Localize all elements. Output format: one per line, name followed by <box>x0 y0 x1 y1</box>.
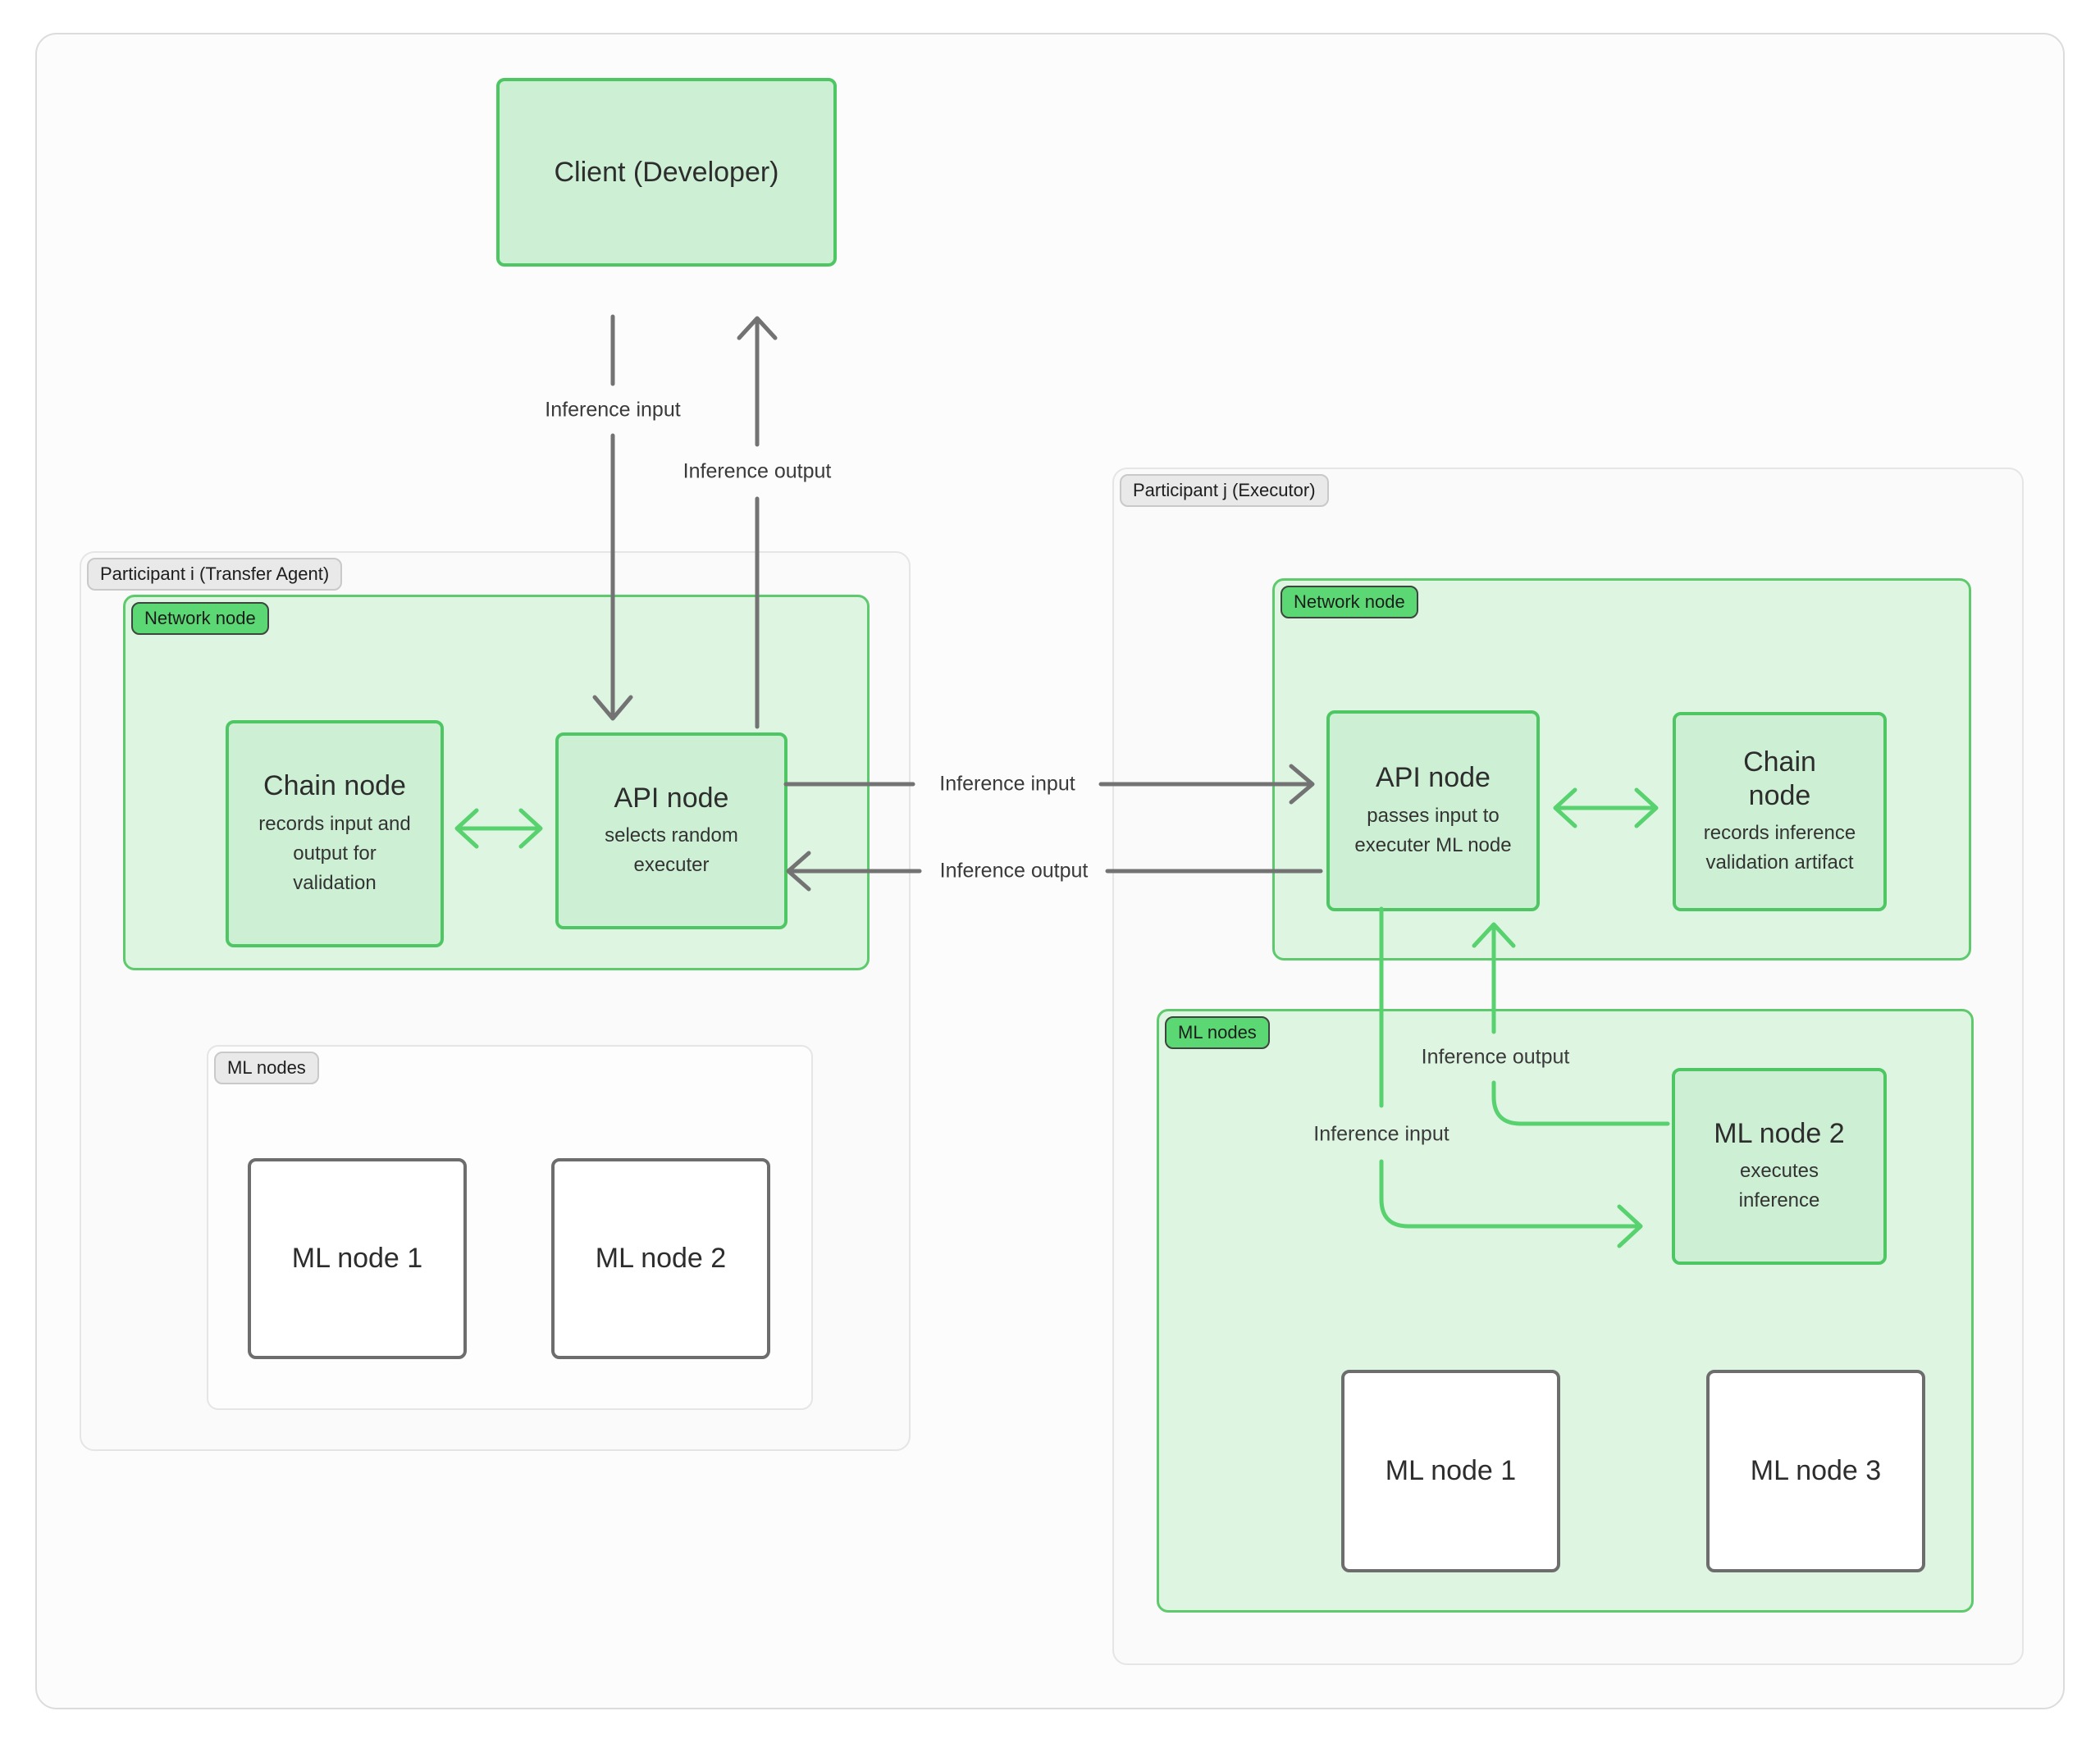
chain-node-i-subtitle: records input and output for validation <box>258 812 411 894</box>
client-node: Client (Developer) <box>496 78 837 267</box>
network-node-j-label: Network node <box>1281 586 1418 619</box>
ml-node-1-j-label: ML node 1 <box>1385 1455 1517 1487</box>
exec-output-label: Inference output <box>1421 1045 1570 1069</box>
api-node-i: API node selects random executer <box>555 732 788 929</box>
ml-node-1-i: ML node 1 <box>248 1158 467 1359</box>
client-output-label: Inference output <box>682 459 832 483</box>
network-node-i-container: Network node Chain node records input an… <box>123 595 870 970</box>
chain-node-i-title: Chain node <box>263 770 406 802</box>
ml-node-2-j-title: ML node 2 <box>1714 1117 1845 1149</box>
chain-node-i: Chain node records input and output for … <box>226 720 444 947</box>
client-node-label: Client (Developer) <box>554 156 779 188</box>
ml-nodes-i-label: ML nodes <box>214 1052 319 1085</box>
chain-node-j-subtitle: records inference validation artifact <box>1703 822 1856 874</box>
network-node-i-label: Network node <box>131 602 269 636</box>
ml-node-2-i: ML node 2 <box>551 1158 770 1359</box>
network-node-j-container: Network node API node passes input to ex… <box>1272 578 1971 960</box>
api-node-i-title: API node <box>614 782 729 814</box>
ml-nodes-i-container: ML nodes ML node 1 ML node 2 <box>207 1045 813 1410</box>
ml-node-2-j-subtitle: executes inference <box>1738 1160 1820 1212</box>
ml-node-2-j: ML node 2 executes inference <box>1672 1068 1887 1265</box>
participant-j-container: Participant j (Executor) Network node AP… <box>1112 468 2024 1665</box>
participant-i-container: Participant i (Transfer Agent) Network n… <box>80 551 911 1451</box>
participant-i-label: Participant i (Transfer Agent) <box>87 558 343 591</box>
mid-output-label: Inference output <box>939 859 1089 883</box>
client-input-label: Inference input <box>545 398 681 422</box>
mid-input-label: Inference input <box>939 772 1075 796</box>
ml-node-2-i-label: ML node 2 <box>595 1243 727 1275</box>
chain-node-j-title: Chain node <box>1743 746 1816 811</box>
ml-node-1-i-label: ML node 1 <box>291 1243 423 1275</box>
chain-node-j: Chain node records inference validation … <box>1673 712 1887 911</box>
ml-node-3-j-label: ML node 3 <box>1750 1455 1882 1487</box>
api-node-i-subtitle: selects random executer <box>605 824 738 877</box>
api-node-j: API node passes input to executer ML nod… <box>1326 710 1540 911</box>
ml-node-1-j: ML node 1 <box>1341 1370 1560 1572</box>
api-node-j-title: API node <box>1376 762 1491 794</box>
participant-j-label: Participant j (Executor) <box>1120 474 1329 508</box>
ml-node-3-j: ML node 3 <box>1706 1370 1925 1572</box>
exec-input-label: Inference input <box>1313 1122 1449 1146</box>
ml-nodes-j-container: ML nodes ML node 2 executes inference ML… <box>1157 1009 1974 1613</box>
api-node-j-subtitle: passes input to executer ML node <box>1354 804 1512 856</box>
ml-nodes-j-label: ML nodes <box>1165 1016 1270 1050</box>
